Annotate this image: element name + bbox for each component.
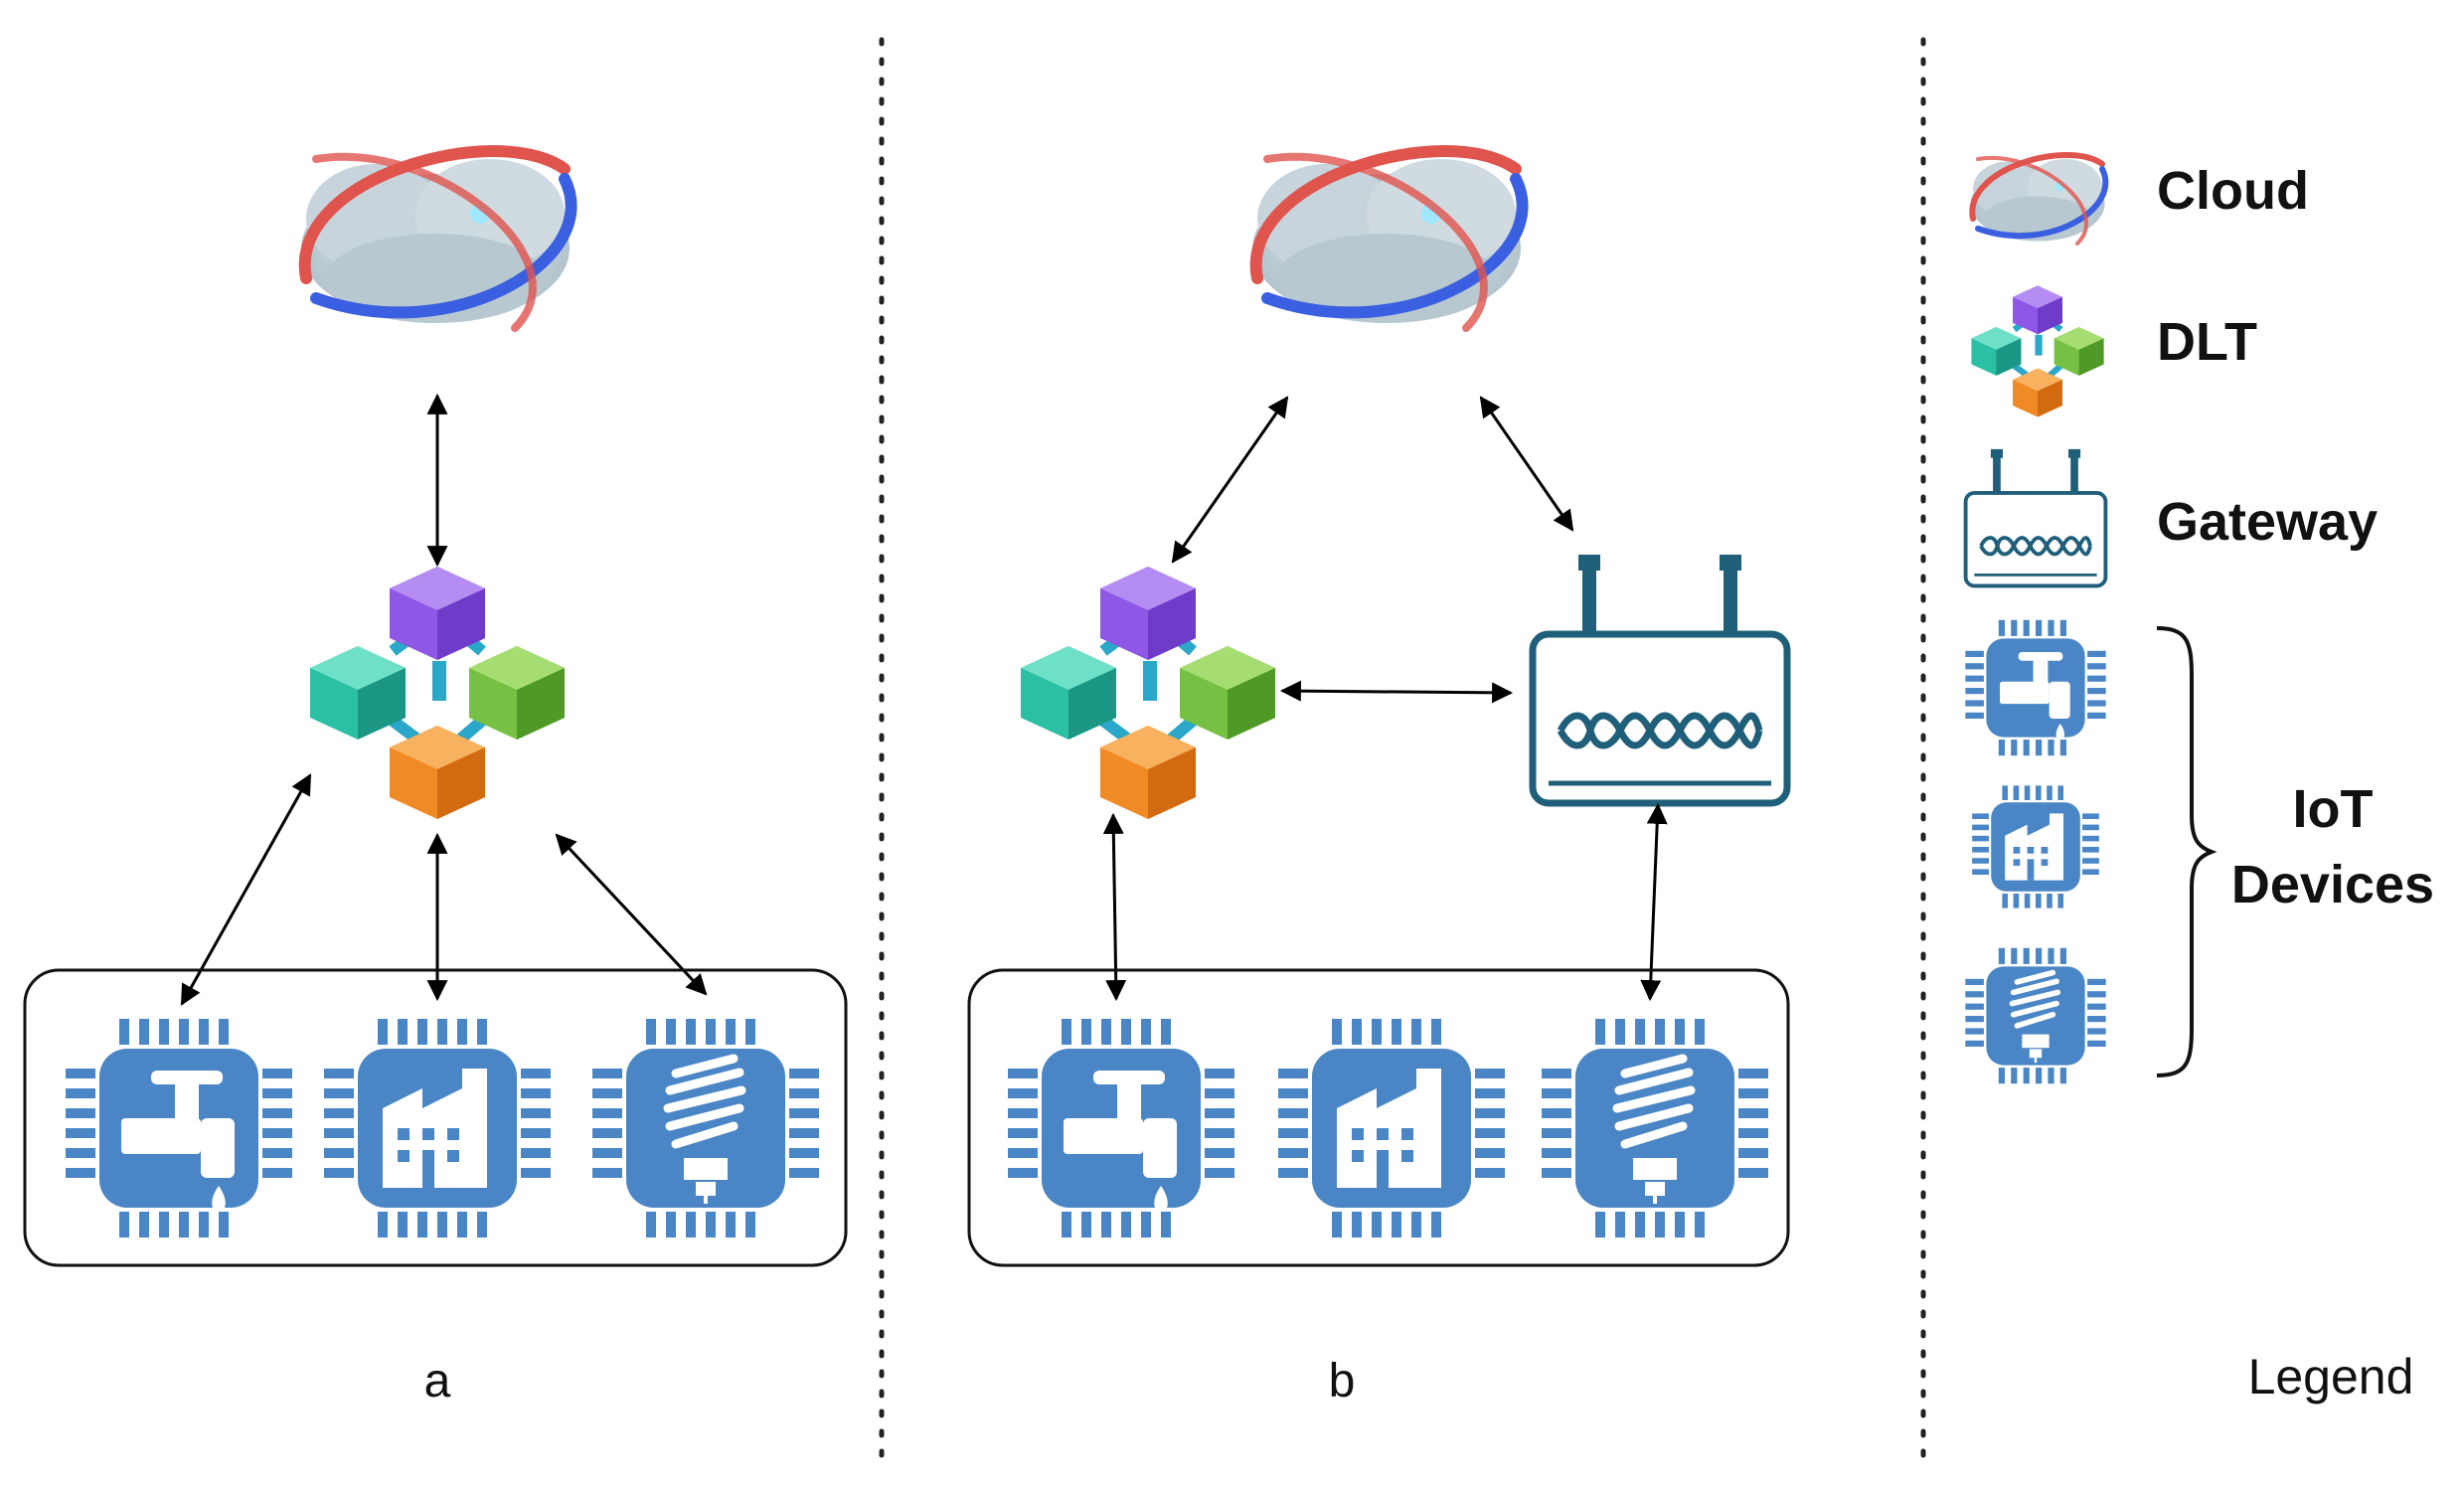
legend-cloud-label: Cloud [2157, 161, 2309, 221]
legend-title: Legend [2248, 1349, 2414, 1404]
iot-devices-group [23, 968, 848, 1267]
legend-iot-brace [2156, 626, 2218, 1077]
dlt-icon [310, 567, 565, 819]
iot-devices-group [967, 968, 1790, 1267]
legend-cloud-icon [1971, 155, 2106, 244]
gateway-router-icon [1533, 555, 1787, 803]
legend-gateway-label: Gateway [2157, 492, 2378, 552]
iot-factory-chip-icon [1278, 1019, 1505, 1238]
legend-dlt-icon [1971, 285, 2103, 416]
iot-light-bulb-chip-icon [1542, 1019, 1768, 1238]
legend-dlt-label: DLT [2157, 312, 2257, 372]
cloud-icon [1252, 151, 1523, 328]
dlt-icon [1021, 567, 1275, 819]
panel-b: b [967, 151, 1790, 1407]
iot-light-bulb-chip-icon [592, 1019, 819, 1238]
cloud-icon [301, 151, 572, 328]
legend-gateway-icon [1963, 446, 2108, 588]
legend: Cloud DLT Gateway IoT Devices Legend [1965, 155, 2434, 1404]
legend-iot-label-line2: Devices [2231, 855, 2434, 914]
legend-iot-tap-icon [1965, 620, 2105, 755]
legend-iot-factory-icon [1972, 785, 2099, 908]
arrow-gateway-bulb [1640, 802, 1668, 1002]
panel-a: a [23, 151, 848, 1407]
panel-a-label: a [424, 1355, 451, 1407]
iot-factory-chip-icon [324, 1019, 551, 1238]
legend-iot-label-line1: IoT [2293, 779, 2374, 839]
panel-b-label: b [1329, 1355, 1356, 1407]
legend-iot-bulb-icon [1965, 948, 2105, 1083]
iot-water-tap-chip-icon [1008, 1019, 1234, 1238]
iot-water-tap-chip-icon [66, 1019, 292, 1238]
arrow-dlt-tap [1102, 812, 1127, 1002]
arrow-dlt-bulb [555, 833, 708, 996]
arrow-cloud-dlt [1171, 396, 1289, 564]
arrow-dlt-gateway [1279, 680, 1514, 704]
arrow-cloud-gateway [1479, 396, 1574, 532]
arrow-dlt-tap [180, 773, 312, 1006]
